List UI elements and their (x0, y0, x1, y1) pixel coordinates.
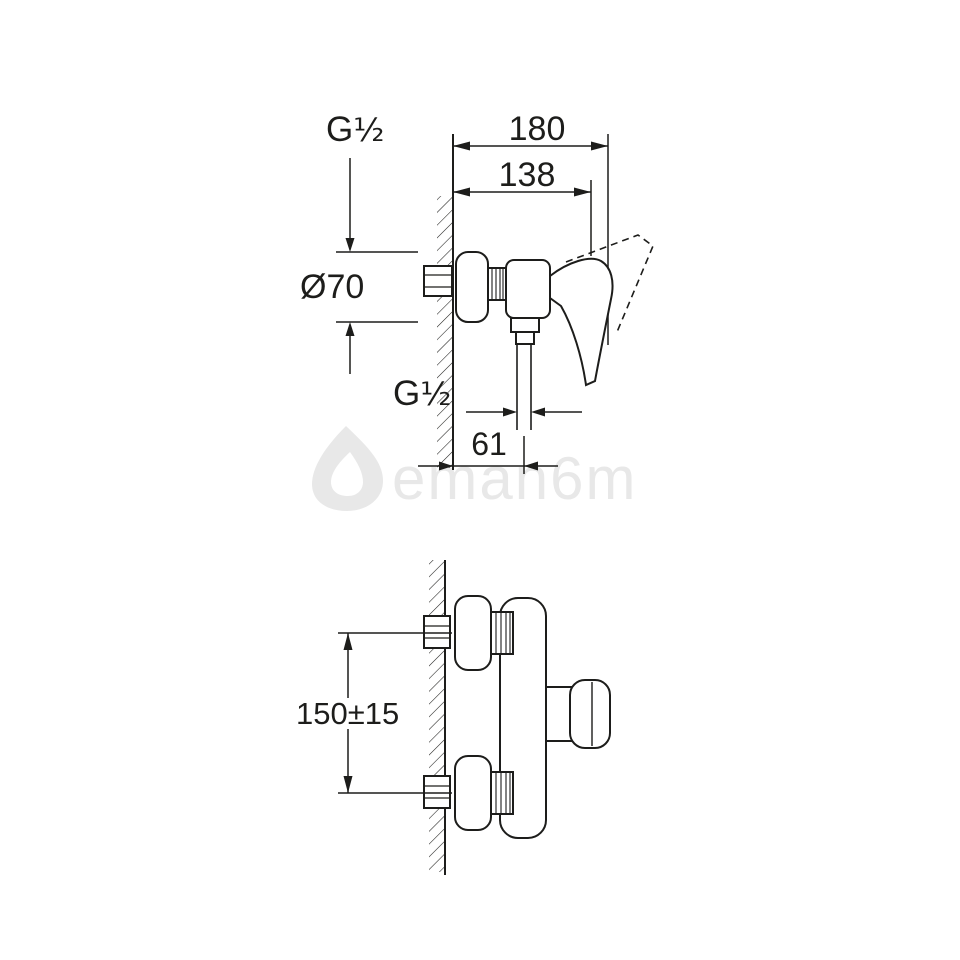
lever-handle-alt-position (565, 234, 654, 333)
outlet-shoulder (510, 317, 540, 333)
mixer-body (505, 259, 551, 319)
wall-section-front (429, 560, 446, 875)
dim-total-depth-label: 180 (508, 110, 566, 148)
dimension-dia70 (336, 158, 418, 374)
lever-handle (549, 257, 614, 387)
dim-rosette-diameter-label: Ø70 (300, 268, 365, 306)
dim-connection-spacing-label: 150±15 (290, 698, 406, 729)
dim-body-depth-label: 138 (498, 156, 556, 194)
thread-outlet-label: G¹⁄₂ (393, 376, 451, 411)
thread-inlet-fraction: ¹⁄₂ (353, 111, 385, 149)
thread-inlet-label: G¹⁄₂ (326, 112, 384, 147)
union-nut-bottom (423, 775, 451, 809)
wall-section-top (437, 134, 454, 470)
escutcheon-top (454, 595, 492, 671)
escutcheon (455, 251, 489, 323)
dim-outlet-distance-label: 61 (471, 426, 507, 462)
handle-cap (569, 679, 611, 749)
front-view (338, 560, 611, 875)
dimension-61 (418, 436, 558, 474)
mixer-top-view (423, 234, 654, 430)
watermark-text: eman6m (392, 445, 638, 512)
watermark-droplet-icon (312, 426, 383, 511)
thread-outlet-fraction: ¹⁄₂ (420, 375, 452, 413)
thread-inlet-base: G (326, 110, 354, 149)
dimension-138 (453, 180, 592, 256)
union-nut-top (423, 615, 451, 649)
top-view (336, 134, 654, 474)
outlet-nut (515, 331, 535, 345)
thread-outlet-base: G (393, 374, 421, 413)
dimension-outlet-thread (466, 407, 582, 417)
mixer-front-view (423, 595, 611, 839)
union-nut (423, 265, 453, 297)
escutcheon-bottom (454, 755, 492, 831)
